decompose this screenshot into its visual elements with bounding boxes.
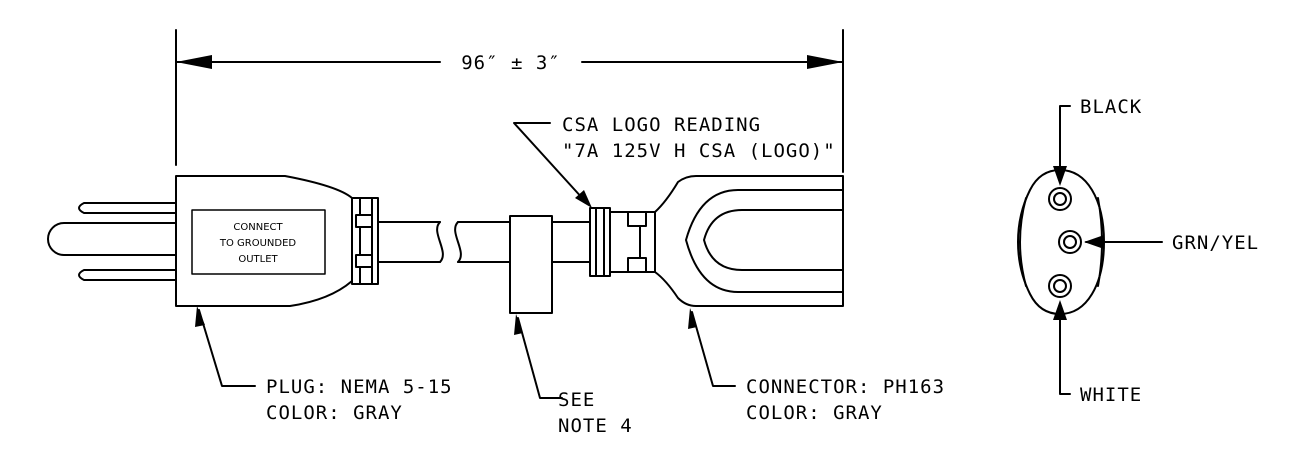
connector-contour-inner	[703, 209, 844, 271]
grnyel-arrow-icon	[1084, 235, 1104, 249]
connector-arrow-icon	[688, 308, 697, 329]
note-callout: SEE NOTE 4	[514, 314, 633, 437]
connector-contour-outer	[685, 189, 844, 293]
plug-label-box	[191, 209, 326, 275]
note-callout-line-1: SEE	[558, 389, 595, 411]
cable-break-left	[436, 221, 444, 263]
connector-leader	[691, 311, 736, 387]
plug-collar	[351, 197, 379, 285]
cord-tag	[509, 215, 553, 314]
note-leader	[517, 317, 563, 399]
note-arrow-icon	[514, 314, 523, 335]
dimension-arrow-right-icon	[807, 55, 843, 69]
csa-callout-line-1: CSA LOGO READING	[562, 114, 761, 136]
plug-emboss-line-1: CONNECT	[233, 222, 283, 233]
plug-callout-line-1: PLUG: NEMA 5-15	[266, 376, 453, 398]
length-dimension: 96″ ± 3″	[175, 29, 844, 173]
white-leader	[1059, 315, 1071, 395]
prong-top	[78, 202, 181, 214]
plug-prongs	[47, 202, 181, 281]
contact-bottom	[1048, 274, 1072, 298]
prong-bottom	[78, 269, 181, 281]
cable	[377, 215, 591, 314]
connector-face-view: BLACK GRN/YEL WHITE	[1017, 96, 1259, 406]
dimension-arrow-left-icon	[176, 55, 212, 69]
contact-center	[1058, 230, 1082, 254]
contact-top	[1048, 187, 1072, 211]
note-callout-line-2: NOTE 4	[558, 415, 633, 437]
connector-body	[589, 175, 844, 307]
plug-leader	[198, 309, 256, 387]
black-leader	[1059, 105, 1071, 171]
csa-callout-line-2: "7A 125V H CSA (LOGO)"	[562, 140, 836, 162]
plug-emboss-line-2: TO GROUNDED	[219, 238, 297, 249]
cable-break-right	[454, 221, 462, 263]
wiring-label-black: BLACK	[1080, 96, 1142, 118]
white-arrow-icon	[1053, 300, 1067, 320]
csa-leader	[513, 122, 585, 201]
plug-callout-line-2: COLOR: GRAY	[266, 402, 403, 424]
connector-callout: CONNECTOR: PH163 COLOR: GRAY	[688, 308, 945, 424]
ground-pin	[47, 222, 181, 256]
plug-arrow-icon	[195, 306, 205, 327]
plug-callout: PLUG: NEMA 5-15 COLOR: GRAY	[195, 306, 453, 424]
plug-body: CONNECT TO GROUNDED OUTLET	[175, 175, 379, 307]
wiring-label-grnyel: GRN/YEL	[1172, 232, 1259, 254]
connector-housing	[654, 175, 844, 307]
csa-callout: CSA LOGO READING "7A 125V H CSA (LOGO)"	[513, 114, 836, 208]
csa-arrow-icon	[575, 190, 592, 208]
plug-emboss-line-3: OUTLET	[238, 254, 278, 265]
black-arrow-icon	[1053, 166, 1067, 186]
connector-csa-collar	[589, 207, 611, 277]
dimension-label: 96″ ± 3″	[461, 52, 561, 74]
connector-callout-line-2: COLOR: GRAY	[746, 402, 883, 424]
connector-callout-line-1: CONNECTOR: PH163	[746, 376, 945, 398]
wiring-label-white: WHITE	[1080, 384, 1142, 406]
connector-face-outline	[1017, 169, 1105, 315]
